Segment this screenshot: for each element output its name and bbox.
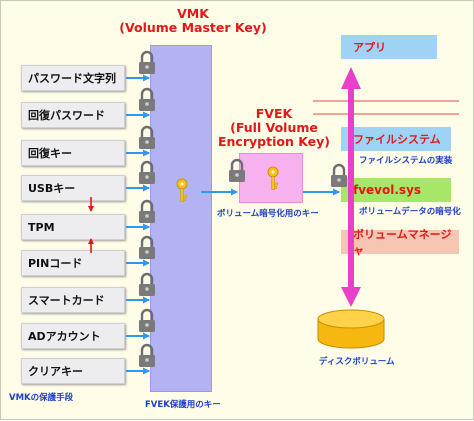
fvek-title: FVEK (Full Volume Encryption Key) xyxy=(204,107,344,149)
protector-label: ADアカウント xyxy=(28,330,101,343)
lock-icon xyxy=(137,50,157,76)
protector-smart-card: スマートカード xyxy=(21,287,125,313)
layer-filesystem: ファイルシステム xyxy=(341,127,451,151)
fvek-title-line2: (Full Volume xyxy=(230,120,318,135)
layer-volume-manager: ボリュームマネージャ xyxy=(341,228,459,257)
caption-fvek-protection: FVEK保護用のキー xyxy=(145,400,221,410)
fvek-block xyxy=(239,153,303,203)
layer-app: アプリ xyxy=(341,35,437,59)
lock-icon xyxy=(227,158,247,184)
stack-data-flow-arrow xyxy=(341,67,361,307)
caption-vmk-protection: VMKの保護手段 xyxy=(9,393,74,403)
layer-filesystem-label: ファイルシステム xyxy=(353,133,441,146)
disk-volume-icon xyxy=(317,309,385,349)
protector-recovery-password: 回復パスワード xyxy=(21,102,125,128)
lock-icon xyxy=(137,343,157,369)
vmk-title-line1: VMK xyxy=(177,6,209,21)
lock-icon xyxy=(137,235,157,261)
protector-label: クリアキー xyxy=(28,365,83,378)
layer-app-label: アプリ xyxy=(353,41,386,54)
protector-pin: PINコード xyxy=(21,250,125,276)
layer-fvevol-label: fvevol.sys xyxy=(353,183,422,197)
protector-tpm: TPM xyxy=(21,214,125,240)
caption-fvevol: ボリュームデータの暗号化 xyxy=(359,207,461,217)
vmk-title: VMK (Volume Master Key) xyxy=(113,7,273,35)
layer-volume-manager-label: ボリュームマネージャ xyxy=(353,228,452,257)
lock-icon xyxy=(137,308,157,334)
protector-label: パスワード文字列 xyxy=(28,72,116,85)
caption-disk-volume: ディスクボリューム xyxy=(319,357,395,367)
protector-ad-account: ADアカウント xyxy=(21,323,125,349)
protector-arrows xyxy=(126,74,340,375)
fvek-title-line3: Encryption Key) xyxy=(217,134,330,149)
lock-icons xyxy=(137,50,349,369)
lock-icon xyxy=(137,199,157,225)
key-icon xyxy=(176,178,188,202)
protector-usb-key: USBキー xyxy=(21,175,125,201)
lock-icon xyxy=(137,272,157,298)
protector-label: 回復パスワード xyxy=(28,109,105,122)
caption-volume-encryption-key: ボリューム暗号化用のキー xyxy=(217,209,319,219)
key-icon xyxy=(267,166,279,190)
lock-icon xyxy=(137,160,157,186)
fvek-title-line1: FVEK xyxy=(255,106,293,121)
layer-fvevol: fvevol.sys xyxy=(341,178,451,202)
protector-label: スマートカード xyxy=(28,294,105,307)
protector-label: TPM xyxy=(28,220,55,234)
protector-label: USBキー xyxy=(28,182,76,195)
protector-recovery-key: 回復キー xyxy=(21,140,125,166)
lock-icon xyxy=(137,125,157,151)
protector-password: パスワード文字列 xyxy=(21,65,125,91)
vmk-title-line2: (Volume Master Key) xyxy=(119,20,267,35)
caption-filesystem: ファイルシステムの実装 xyxy=(359,156,453,166)
protector-label: PINコード xyxy=(28,257,83,270)
protector-clear-key: クリアキー xyxy=(21,358,125,384)
lock-icon xyxy=(137,87,157,113)
protector-label: 回復キー xyxy=(28,147,72,160)
lock-icon xyxy=(329,163,349,189)
